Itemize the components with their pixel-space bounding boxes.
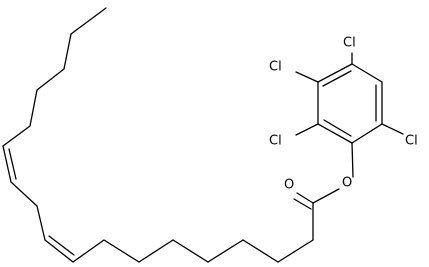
chain-bond-14 xyxy=(277,239,314,263)
atom-cl-lower-left: Cl xyxy=(269,134,282,149)
ring-bond-1 xyxy=(351,123,383,144)
atom-cl-upper-left: Cl xyxy=(269,60,282,75)
chain-bond-1 xyxy=(70,7,107,35)
trichlorophenyl-ring xyxy=(317,63,383,144)
chain-bond-11 xyxy=(172,239,209,263)
ring-bond-4 xyxy=(317,63,353,83)
atom-labels: Cl Cl Cl Cl O O xyxy=(269,36,418,193)
atom-cl-top: Cl xyxy=(343,36,356,51)
atom-carbonyl-oxygen: O xyxy=(284,178,294,193)
chain-bond-8 xyxy=(72,239,105,263)
chain-bond-5 xyxy=(2,125,31,147)
ring-bond-6 xyxy=(317,123,353,144)
chain-bond-10 xyxy=(138,239,174,263)
ester-bond-o-ring xyxy=(351,142,354,178)
ester-group xyxy=(293,142,354,210)
substituent-bonds xyxy=(295,52,404,136)
ring-bond-6-inner xyxy=(323,119,352,137)
hydrocarbon-chain xyxy=(2,7,314,263)
bond-to-cl-lower-left xyxy=(295,123,319,136)
cis-double-bond-2b xyxy=(48,235,75,256)
ring-bond-4-inner xyxy=(322,70,352,87)
carbonyl-double-bond-b xyxy=(293,198,312,210)
chain-bond-13 xyxy=(242,239,279,263)
bond-to-cl-right xyxy=(381,123,404,135)
cis-double-bond-1b xyxy=(8,148,17,180)
ring-bond-3 xyxy=(351,63,383,83)
chain-bond-6 xyxy=(10,181,38,207)
chain-bond-3 xyxy=(36,68,65,91)
carbonyl-double-bond-a xyxy=(296,192,314,204)
cis-double-bond-1a xyxy=(2,145,12,183)
bond-to-cl-upper-left xyxy=(295,71,319,83)
chain-bond-4 xyxy=(29,89,38,127)
chain-bond-7 xyxy=(36,205,46,241)
atom-ester-oxygen: O xyxy=(342,176,352,191)
chain-bond-9 xyxy=(103,239,140,263)
chain-bond-2 xyxy=(63,33,72,70)
cis-double-bond-2a xyxy=(44,239,74,263)
ester-bond-c-o xyxy=(312,188,340,204)
atom-cl-right: Cl xyxy=(405,134,418,149)
chain-bond-12 xyxy=(207,239,244,263)
